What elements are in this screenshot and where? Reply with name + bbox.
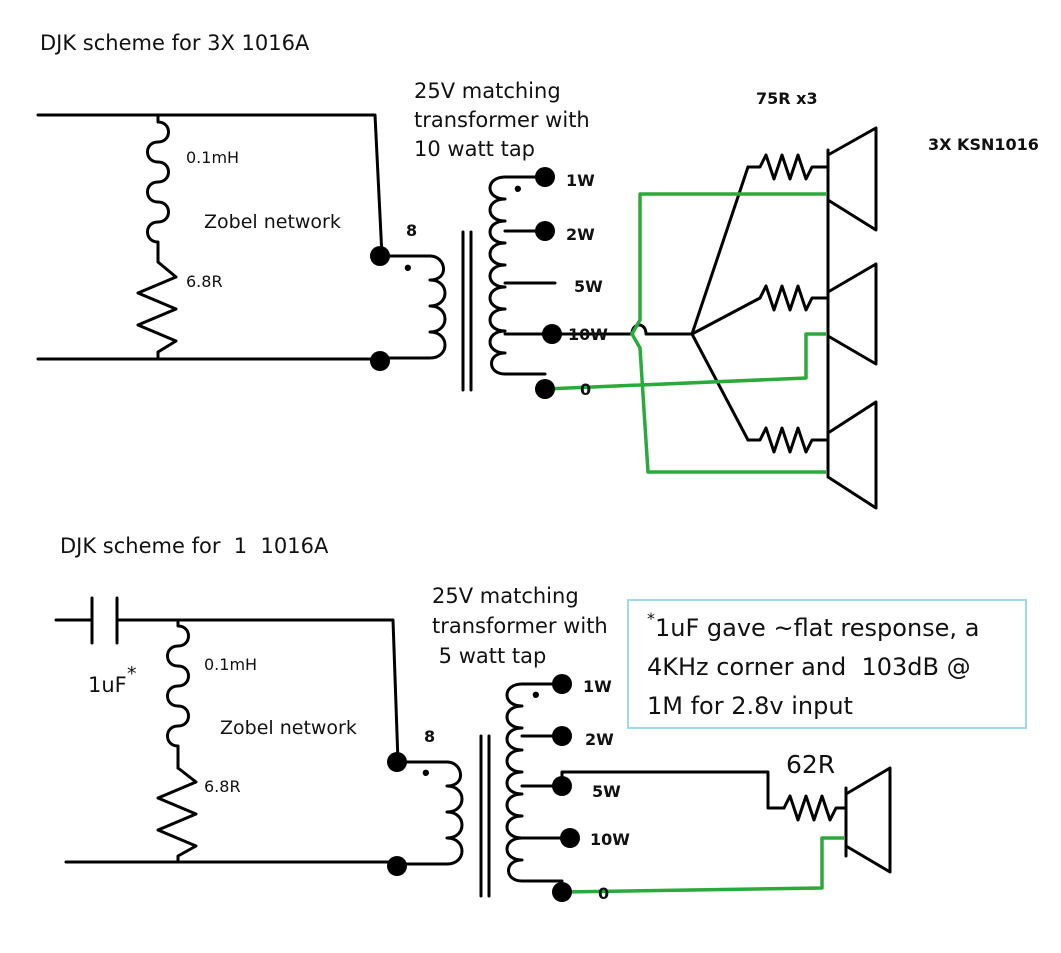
bottom-tap-10w-label: 10W: [590, 830, 630, 849]
top-tap-0-label: 0: [580, 380, 591, 399]
bottom-terminal-1w: [552, 674, 572, 694]
bottom-tap-2w-label: 2W: [585, 730, 614, 749]
top-terminals: • •: [370, 167, 562, 399]
top-terminal-10w: [542, 324, 562, 344]
top-fan-lower: [690, 332, 750, 442]
top-zobel-label: Zobel network: [204, 211, 341, 233]
top-tap-1w-label: 1W: [566, 171, 595, 190]
top-speaker-3: [826, 400, 878, 510]
top-transformer-line-2: transformer with: [414, 108, 590, 132]
top-phase-dot-secondary: •: [514, 176, 522, 201]
top-resistor-2: [758, 284, 830, 312]
bottom-capacitor-label: 1uF: [88, 673, 127, 697]
top-ground-wire-main: [544, 332, 826, 391]
top-inductor: [146, 113, 170, 264]
bottom-input-wire-upper: [115, 618, 400, 764]
top-zobel-resistor: [136, 260, 178, 361]
bottom-terminals: • •: [387, 674, 580, 902]
top-resistor-1: [746, 153, 830, 181]
top-terminal-2w: [535, 221, 555, 241]
top-transformer-line-3: 10 watt tap: [414, 137, 535, 161]
top-fan-mid: [690, 296, 762, 336]
note-text-1: 1uF gave ~flat response, a: [655, 614, 980, 642]
bottom-inductor-label: 0.1mH: [204, 655, 257, 674]
top-schematic: [36, 113, 878, 510]
bottom-transformer-line-3: 5 watt tap: [432, 644, 546, 668]
top-speaker-2: [826, 262, 878, 366]
top-tap-2w-label: 2W: [566, 225, 595, 244]
bottom-series-resistor: [782, 794, 848, 822]
top-primary-coil: [380, 254, 447, 360]
top-resistor-label: 6.8R: [186, 272, 223, 291]
bottom-speaker: [844, 766, 892, 874]
note-line-2: 4KHz corner and 103dB @: [647, 653, 971, 681]
bottom-transformer-line-1: 25V matching: [432, 584, 579, 608]
top-phase-dot-primary: •: [404, 255, 412, 280]
top-speaker-1: [826, 126, 878, 232]
bottom-primary-coil: [396, 760, 464, 866]
top-resistor-3: [746, 426, 830, 454]
top-title: DJK scheme for 3X 1016A: [40, 31, 310, 55]
top-secondary-coil: [488, 175, 547, 376]
note-line-3: 1M for 2.8v input: [647, 692, 853, 720]
bottom-phase-dot-secondary: •: [532, 682, 540, 707]
bottom-terminal-10w: [560, 828, 580, 848]
top-transformer-line-1: 25V matching: [414, 79, 561, 103]
bottom-terminal-2w: [552, 726, 572, 746]
bottom-capacitor-mark: *: [127, 663, 137, 685]
top-terminal-1w: [535, 167, 555, 187]
note-line-1: *1uF gave ~flat response, a: [647, 609, 1015, 648]
bottom-phase-dot-primary: •: [422, 760, 430, 785]
top-primary-tap-label: 8: [406, 221, 417, 240]
top-terminal-primary-lower: [370, 351, 390, 371]
bottom-resistor-label: 6.8R: [204, 777, 241, 796]
bottom-zobel-label: Zobel network: [220, 717, 357, 739]
bottom-zobel-resistor: [156, 766, 198, 864]
bottom-secondary-coil: [505, 682, 564, 883]
top-tap-5w-label: 5W: [574, 277, 603, 296]
top-terminal-0: [535, 379, 555, 399]
bottom-tap-1w-label: 1W: [583, 677, 612, 696]
top-inductor-label: 0.1mH: [186, 148, 239, 167]
bottom-transformer-line-2: transformer with: [432, 614, 608, 638]
top-resistors-label: 75R x3: [756, 89, 818, 108]
bottom-tap-5w-label: 5W: [592, 782, 621, 801]
top-ground-wires: [544, 192, 826, 474]
top-input-wire-upper: [36, 113, 384, 258]
note-box: *1uF gave ~flat response, a 4KHz corner …: [627, 599, 1027, 729]
top-speakers-label: 3X KSN1016: [928, 135, 1039, 154]
top-terminal-primary-upper: [370, 246, 390, 266]
bottom-series-resistor-label: 62R: [786, 750, 835, 779]
top-tap-10w-label: 10W: [568, 325, 608, 344]
bottom-terminal-primary-lower: [387, 856, 407, 876]
bottom-title: DJK scheme for 1 1016A: [60, 534, 329, 558]
bottom-inductor: [166, 618, 190, 770]
top-ground-wire-loop: [630, 192, 826, 474]
bottom-terminal-0: [552, 882, 572, 902]
note-mark: *: [647, 609, 655, 628]
bottom-terminal-primary-upper: [387, 752, 407, 772]
bottom-tap-0-label: 0: [598, 884, 609, 903]
bottom-terminal-5w: [552, 776, 572, 796]
bottom-ground-wire: [561, 836, 844, 894]
bottom-primary-tap-label: 8: [424, 727, 435, 746]
